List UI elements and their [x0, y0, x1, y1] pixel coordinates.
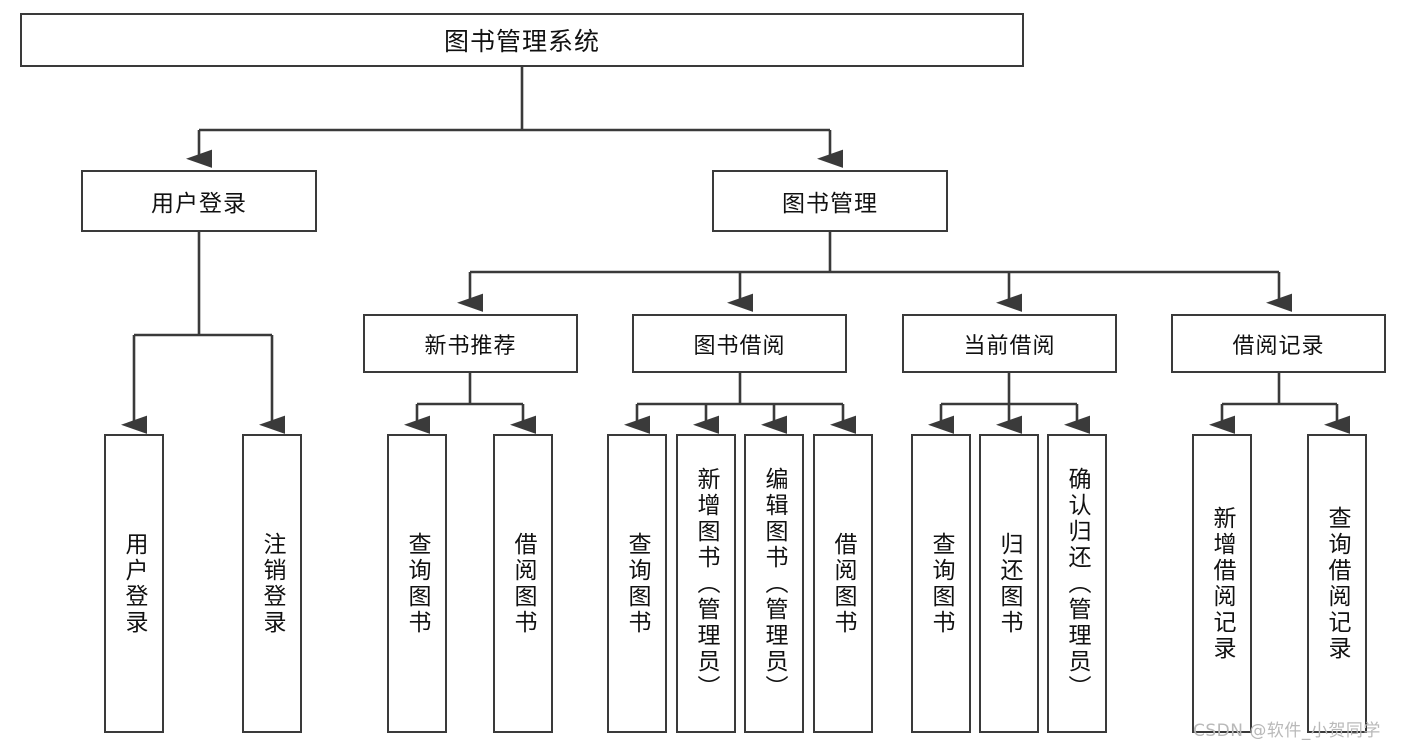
node-leaf-current-return-book[interactable]: 归还图书 — [979, 434, 1039, 733]
node-user-login-label: 用户登录 — [151, 191, 247, 217]
node-root-label: 图书管理系统 — [443, 27, 600, 56]
node-leaf-borrow-edit-book-label: 编辑图书（管理员） — [761, 466, 788, 701]
node-new-book-recommend-label: 新书推荐 — [424, 333, 517, 359]
node-leaf-record-search[interactable]: 查询借阅记录 — [1307, 434, 1367, 733]
node-borrow-record-label: 借阅记录 — [1232, 333, 1325, 359]
node-leaf-borrow-do-borrow[interactable]: 借阅图书 — [813, 434, 873, 733]
node-leaf-borrow-add-book[interactable]: 新增图书（管理员） — [676, 434, 736, 733]
node-book-manage-label: 图书管理 — [782, 191, 878, 217]
node-book-manage[interactable]: 图书管理 — [712, 170, 948, 232]
node-leaf-user-login[interactable]: 用户登录 — [104, 434, 164, 733]
node-leaf-user-logout-label: 注销登录 — [259, 531, 286, 636]
node-leaf-current-return-book-label: 归还图书 — [996, 531, 1023, 636]
node-leaf-user-login-label: 用户登录 — [121, 531, 148, 636]
node-leaf-record-add-label: 新增借阅记录 — [1209, 505, 1236, 662]
node-leaf-current-confirm-return-label: 确认归还（管理员） — [1064, 466, 1091, 701]
node-borrow-record[interactable]: 借阅记录 — [1171, 314, 1386, 373]
node-leaf-borrow-add-book-label: 新增图书（管理员） — [693, 466, 720, 701]
node-current-borrow[interactable]: 当前借阅 — [902, 314, 1117, 373]
node-leaf-recommend-borrow-book-label: 借阅图书 — [510, 531, 537, 636]
node-user-login[interactable]: 用户登录 — [81, 170, 317, 232]
node-leaf-current-query-book-label: 查询图书 — [928, 531, 955, 636]
node-new-book-recommend[interactable]: 新书推荐 — [363, 314, 578, 373]
node-current-borrow-label: 当前借阅 — [963, 333, 1056, 359]
node-leaf-current-query-book[interactable]: 查询图书 — [911, 434, 971, 733]
node-leaf-borrow-query-book-label: 查询图书 — [624, 531, 651, 636]
node-leaf-borrow-edit-book[interactable]: 编辑图书（管理员） — [744, 434, 804, 733]
node-book-borrow[interactable]: 图书借阅 — [632, 314, 847, 373]
node-leaf-record-add[interactable]: 新增借阅记录 — [1192, 434, 1252, 733]
node-leaf-recommend-query-book-label: 查询图书 — [404, 531, 431, 636]
node-leaf-borrow-query-book[interactable]: 查询图书 — [607, 434, 667, 733]
node-leaf-current-confirm-return[interactable]: 确认归还（管理员） — [1047, 434, 1107, 733]
node-leaf-record-search-label: 查询借阅记录 — [1324, 505, 1351, 662]
node-leaf-user-logout[interactable]: 注销登录 — [242, 434, 302, 733]
node-book-borrow-label: 图书借阅 — [693, 333, 786, 359]
node-root[interactable]: 图书管理系统 — [20, 13, 1024, 67]
node-leaf-recommend-query-book[interactable]: 查询图书 — [387, 434, 447, 733]
csdn-watermark: CSDN @软件_小贺同学 — [1193, 721, 1381, 741]
node-leaf-borrow-do-borrow-label: 借阅图书 — [830, 531, 857, 636]
node-leaf-recommend-borrow-book[interactable]: 借阅图书 — [493, 434, 553, 733]
